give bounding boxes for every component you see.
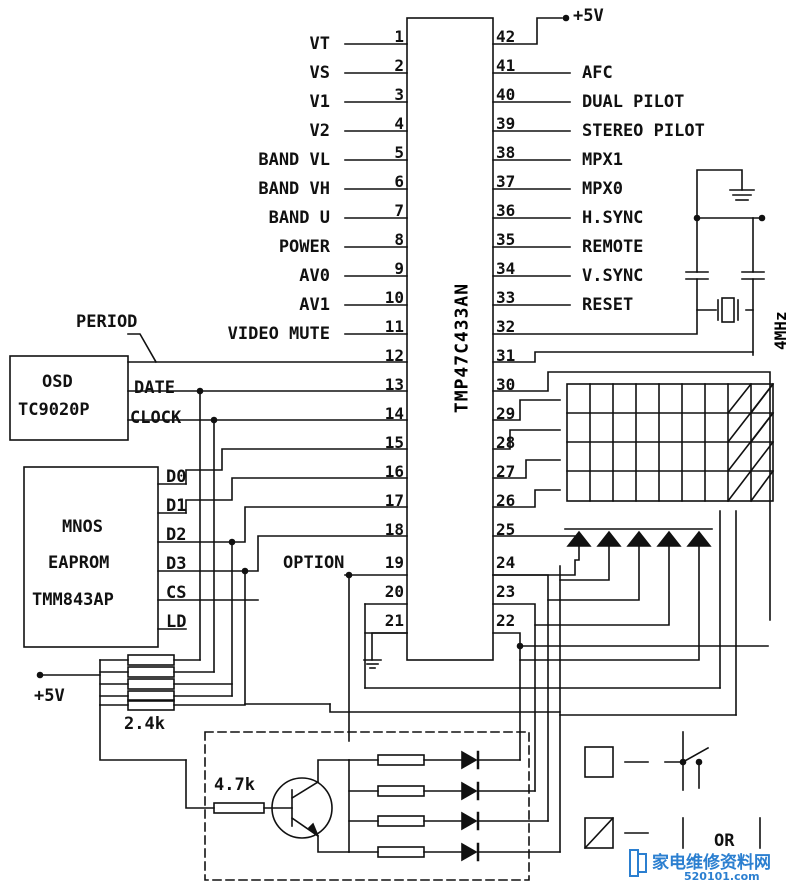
- pin34-number: 34: [496, 259, 516, 278]
- pin7-number: 7: [394, 201, 404, 220]
- pin22-number: 22: [496, 611, 516, 630]
- pin9-label: AV0: [299, 266, 330, 286]
- key-matrix: [566, 382, 775, 503]
- pin2-label: VS: [309, 63, 330, 83]
- pin30-number: 30: [496, 375, 516, 394]
- switch-module-box: [204, 731, 530, 881]
- pin10-label: AV1: [299, 295, 330, 315]
- or-label: OR: [714, 831, 735, 851]
- pin10-number: 10: [384, 288, 404, 307]
- eeprom-pin-d0: D0: [166, 467, 187, 487]
- osd-title: OSD: [42, 372, 73, 392]
- eeprom-pin-ld: LD: [166, 612, 187, 632]
- pin31-number: 31: [496, 346, 516, 365]
- pin38-label: MPX1: [582, 150, 623, 170]
- pin32-number: 32: [496, 317, 516, 336]
- ic-part-number: TMP47C433AN: [451, 282, 473, 414]
- right-pin-stubs: [492, 72, 571, 306]
- pin16-number: 16: [384, 462, 404, 481]
- eeprom-title-1: MNOS: [62, 517, 103, 537]
- pin8-number: 8: [394, 230, 404, 249]
- pin19-number: 19: [384, 553, 404, 572]
- pin33-number: 33: [496, 288, 516, 307]
- resistor-2-4k-label: 2.4k: [124, 714, 165, 734]
- pin36-number: 36: [496, 201, 516, 220]
- top-supply-label: +5V: [573, 6, 604, 26]
- osd-period-label: PERIOD: [76, 312, 138, 332]
- legend-key-square: [584, 746, 614, 778]
- pin7-label: BAND U: [268, 208, 330, 228]
- pin37-label: MPX0: [582, 179, 623, 199]
- pin42-number: 42: [496, 27, 516, 46]
- pin40-number: 40: [496, 85, 516, 104]
- pin15-number: 15: [384, 433, 404, 452]
- pin11-number: 11: [384, 317, 404, 336]
- watermark-text: 家电维修资料网: [652, 853, 771, 873]
- resistor-4-7k-label: 4.7k: [214, 775, 255, 795]
- osd-part-number: TC9020P: [18, 400, 90, 420]
- legend-diag-square: [584, 817, 614, 849]
- pin41-number: 41: [496, 56, 516, 75]
- eeprom-part-number: TMM843AP: [32, 590, 114, 610]
- pin4-label: V2: [309, 121, 330, 141]
- pin40-label: DUAL PILOT: [582, 92, 685, 112]
- osd-chip-box: [9, 355, 129, 441]
- pin3-label: V1: [309, 92, 330, 112]
- pin41-label: AFC: [582, 63, 613, 83]
- pin29-number: 29: [496, 404, 516, 423]
- pin19-label: OPTION: [283, 553, 345, 573]
- pin36-label: H.SYNC: [582, 208, 644, 228]
- pin20-number: 20: [384, 582, 404, 601]
- pin17-number: 17: [384, 491, 404, 510]
- pin18-number: 18: [384, 520, 404, 539]
- pin13-number: 13: [384, 375, 404, 394]
- pin11-label: VIDEO MUTE: [227, 324, 330, 344]
- pin27-number: 27: [496, 462, 516, 481]
- pin12-number: 12: [384, 346, 404, 365]
- pin8-label: POWER: [278, 237, 330, 257]
- pin9-number: 9: [394, 259, 404, 278]
- eeprom-pin-d2: D2: [166, 525, 187, 545]
- pin23-number: 23: [496, 582, 516, 601]
- pin4-number: 4: [394, 114, 404, 133]
- pin39-number: 39: [496, 114, 516, 133]
- pin1-number: 1: [394, 27, 404, 46]
- osd-clock-label: CLOCK: [130, 408, 182, 428]
- pin33-label: RESET: [582, 295, 634, 315]
- pin35-number: 35: [496, 230, 516, 249]
- eeprom-chip-box: [23, 466, 159, 648]
- pin35-label: REMOTE: [582, 237, 644, 257]
- pin34-label: V.SYNC: [582, 266, 644, 286]
- watermark-logo: [628, 846, 648, 880]
- pin37-number: 37: [496, 172, 516, 191]
- pin24-number: 24: [496, 553, 516, 572]
- eeprom-pin-d3: D3: [166, 554, 187, 574]
- osd-date-label: DATE: [134, 378, 175, 398]
- column-diodes: [566, 530, 712, 547]
- pin2-number: 2: [394, 56, 404, 75]
- pin25-number: 25: [496, 520, 516, 539]
- pin26-number: 26: [496, 491, 516, 510]
- eeprom-pin-d1: D1: [166, 496, 187, 516]
- pin1-label: VT: [309, 34, 330, 54]
- left-supply-label: +5V: [34, 686, 65, 706]
- watermark-url: 520101.com: [684, 870, 760, 883]
- pin39-label: STEREO PILOT: [582, 121, 705, 141]
- ic-body: [406, 17, 494, 661]
- pin3-number: 3: [394, 85, 404, 104]
- pin6-number: 6: [394, 172, 404, 191]
- pin38-number: 38: [496, 143, 516, 162]
- pin5-number: 5: [394, 143, 404, 162]
- pin21-number: 21: [384, 611, 404, 630]
- pin6-label: BAND VH: [258, 179, 330, 199]
- eeprom-title-2: EAPROM: [48, 553, 110, 573]
- pin28-number: 28: [496, 433, 516, 452]
- pin5-label: BAND VL: [258, 150, 330, 170]
- pin14-number: 14: [384, 404, 404, 423]
- diode-ladder: [348, 750, 561, 862]
- eeprom-pin-cs: CS: [166, 583, 187, 603]
